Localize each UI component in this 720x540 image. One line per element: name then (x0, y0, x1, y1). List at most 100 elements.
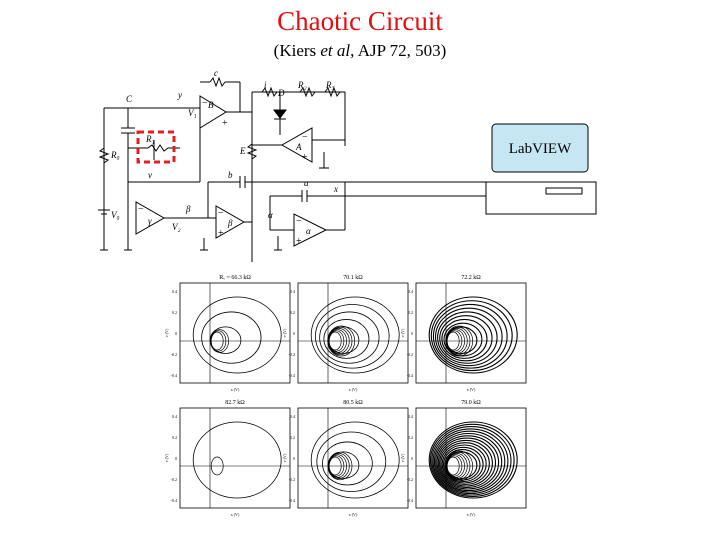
opamp-a-minus: − (302, 132, 308, 143)
attractor-orbit (434, 307, 503, 367)
daq-device (485, 181, 597, 215)
y-tick-label: -0.4 (171, 498, 177, 503)
label-i: i (264, 80, 267, 90)
attractor-orbit (443, 322, 483, 357)
y-axis-label: v (V) (164, 453, 169, 462)
attractor-orbit (432, 303, 508, 369)
attractor-orbit (433, 430, 506, 493)
phase-plot-4: 82.7 kΩ0.40.20-0.2-0.4v (V)x (V) (164, 400, 291, 517)
label-R3: R₃ (325, 80, 335, 90)
y-tick-label: 0 (293, 456, 295, 461)
attractor-orbit (323, 319, 370, 359)
label-c-top: c (214, 68, 218, 78)
plot-label: 79.0 kΩ (461, 400, 481, 406)
attractor-orbit (201, 311, 262, 364)
attractor-orbit (192, 296, 282, 374)
y-tick-label: 0.4 (290, 289, 295, 294)
y-axis-label: v (V) (164, 328, 169, 337)
label-B: B (208, 100, 214, 110)
attractor-orbit (431, 426, 512, 496)
y-tick-label: 0.4 (290, 414, 295, 419)
label-C: C (126, 94, 133, 104)
attractor-inner-loop (445, 450, 474, 482)
attractor-inner-loop (210, 329, 229, 353)
y-tick-label: -0.4 (171, 373, 177, 378)
plot-frame (179, 407, 291, 509)
plot-frame (297, 407, 409, 509)
label-beta: β (185, 204, 191, 214)
y-tick-label: 0.2 (290, 310, 295, 315)
labview-label: LabVIEW (509, 141, 572, 157)
attractor-orbit (442, 446, 484, 483)
y-tick-label: -0.2 (407, 477, 413, 482)
attractor-orbit (192, 421, 282, 499)
attractor-orbit (428, 421, 518, 499)
y-tick-label: 0.4 (172, 414, 177, 419)
y-axis-label: v (V) (282, 453, 287, 462)
x-axis-label: x (V) (467, 387, 476, 392)
attractor-orbit (439, 439, 493, 487)
r1-highlight (136, 130, 176, 164)
label-R0: R₀ (110, 150, 120, 160)
plot-label: 80.5 kΩ (343, 400, 363, 406)
attractor-orbit (437, 437, 497, 489)
y-tick-label: 0.4 (408, 289, 413, 294)
label-b: b (228, 170, 233, 180)
y-tick-label: -0.2 (171, 352, 177, 357)
y-tick-label: 0 (411, 456, 413, 461)
label-D: D (277, 88, 285, 98)
opamp-beta-minus: − (218, 208, 224, 219)
y-tick-label: 0 (175, 456, 177, 461)
attractor-orbit (429, 423, 515, 498)
subtitle-etal: et al (320, 41, 351, 60)
y-tick-label: -0.4 (407, 498, 413, 503)
label-v: v (148, 170, 152, 180)
x-axis-label: x (V) (349, 387, 358, 392)
attractor-orbit (428, 296, 518, 374)
phase-plot-3: 72.2 kΩ0.40.20-0.2-0.4v (V)x (V) (400, 275, 527, 392)
plot-label: Rᵥ = 66.3 kΩ (219, 275, 251, 281)
label-V2: V₂ (172, 222, 181, 232)
plot-label: 70.1 kΩ (343, 275, 363, 281)
attractor-inner-loop (327, 451, 353, 481)
attractor-inner-loop (210, 456, 224, 476)
phase-plot-5: 80.5 kΩ0.40.20-0.2-0.4v (V)x (V) (282, 400, 409, 517)
opamp-gamma-minus: − (138, 204, 144, 215)
attractor-inner-loop (327, 325, 356, 357)
subtitle-ref: , AJP 72, 503) (350, 41, 447, 60)
y-tick-label: 0.2 (172, 310, 177, 315)
attractor-orbit (430, 300, 513, 372)
label-A: A (295, 142, 302, 152)
y-axis-label: v (V) (400, 453, 405, 462)
y-axis-label: v (V) (400, 328, 405, 337)
phase-plot-1: Rᵥ = 66.3 kΩ0.40.20-0.2-0.4v (V)x (V) (164, 275, 291, 392)
opamp-beta-plus: + (218, 228, 224, 239)
x-axis-label: x (V) (349, 512, 358, 517)
x-axis-label: x (V) (231, 512, 240, 517)
y-tick-label: 0 (175, 331, 177, 336)
label-beta2: β (227, 218, 233, 228)
attractor-orbit (315, 304, 390, 369)
attractor-orbit (440, 442, 490, 486)
phase-plot-2: 70.1 kΩ0.40.20-0.2-0.4v (V)x (V) (282, 275, 409, 392)
y-tick-label: 0.2 (408, 435, 413, 440)
opamp-alpha-minus: − (296, 216, 302, 227)
y-axis-label: v (V) (282, 328, 287, 337)
label-alpha2: α (306, 226, 311, 236)
attractor-orbit (444, 449, 481, 481)
attractor-orbit (316, 431, 387, 492)
y-tick-label: -0.2 (407, 352, 413, 357)
plot-label: 72.2 kΩ (461, 275, 481, 281)
y-tick-label: 0 (293, 331, 295, 336)
y-tick-label: -0.2 (289, 477, 295, 482)
attractor-orbit (441, 444, 487, 484)
y-tick-label: 0.2 (290, 435, 295, 440)
plot-frame (179, 282, 291, 384)
y-tick-label: 0.2 (408, 310, 413, 315)
y-tick-label: 0.4 (408, 414, 413, 419)
slide-title: Chaotic Circuit (277, 6, 443, 36)
attractor-orbit (435, 432, 503, 492)
attractor-orbit (432, 428, 509, 495)
attractor-orbit (319, 311, 380, 364)
label-E: E (239, 146, 246, 156)
